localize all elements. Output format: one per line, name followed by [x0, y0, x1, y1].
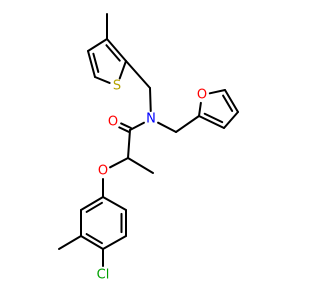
diagram-canvas: S N O O O Cl	[58, 13, 239, 283]
atom-label-o3: O	[197, 88, 207, 103]
single-bond-n-ch2b	[157, 121, 177, 133]
single-bond-b6-b1	[102, 196, 127, 211]
atom-label-n: N	[146, 112, 156, 127]
atom-label-cl: Cl	[97, 268, 110, 283]
atom-label-layer: S N O O O Cl	[97, 79, 207, 283]
single-bond-b3-me3	[58, 235, 82, 250]
bond-layer	[58, 13, 239, 267]
double-bond-f2-f3	[198, 115, 225, 129]
single-bond-c2-c3	[87, 38, 108, 52]
single-bond-ch2b-f2	[175, 115, 200, 133]
single-bond-ca-o2	[109, 157, 129, 169]
double-bond-cc-o1	[120, 122, 132, 130]
single-bond-b4-b5	[102, 235, 127, 250]
single-bond-ca-me2	[127, 157, 154, 174]
double-bond-f4-f5-inner	[222, 94, 234, 112]
double-bond-c3-c4-inner	[92, 52, 100, 73]
double-bond-c1-c2	[106, 38, 127, 62]
double-bond-f4-f5	[224, 89, 239, 113]
atom-label-o2: O	[98, 164, 108, 179]
single-bond-c1-ch2a	[125, 60, 151, 89]
single-bond-n-cc	[129, 121, 145, 131]
atom-label-o1: O	[108, 115, 118, 130]
single-bond-c4-s	[94, 76, 111, 84]
double-bond-b3-b4-inner	[85, 233, 103, 245]
single-bond-f5-fo	[208, 89, 226, 95]
single-bond-s-c1	[118, 60, 127, 80]
single-bond-fo-f2	[198, 101, 202, 117]
single-bond-ch2a-n	[149, 87, 152, 113]
single-bond-cc-ca	[127, 129, 131, 159]
double-bond-c3-c4	[87, 50, 96, 78]
double-bond-b1-b2	[80, 196, 104, 211]
molecule-structure: S N O O O Cl	[58, 13, 239, 283]
double-bond-c1-c2-inner	[105, 44, 121, 62]
atom-label-s: S	[113, 79, 121, 94]
single-bond-f3-f4	[223, 111, 239, 129]
double-bond-f2-f3-inner	[203, 112, 224, 124]
double-bond-b1-b2-inner	[85, 201, 103, 213]
double-bond-cc-o1-second	[118, 126, 131, 133]
double-bond-b3-b4	[80, 235, 104, 250]
